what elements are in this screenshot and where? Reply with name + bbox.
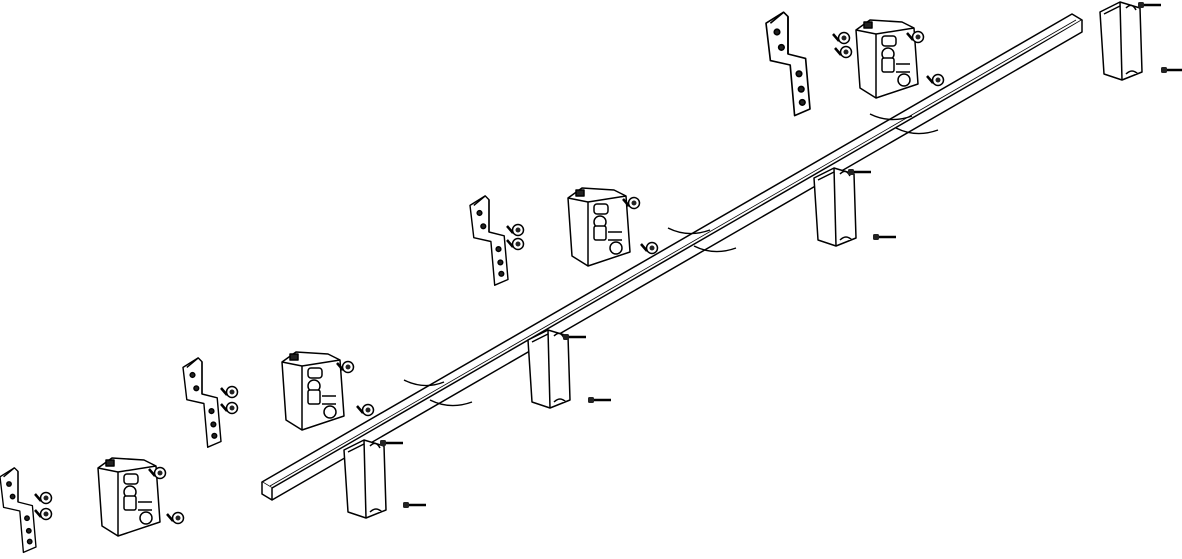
clip-bracket-icon xyxy=(813,167,857,247)
hinge-plate-icon xyxy=(469,195,509,286)
screw-icon xyxy=(846,167,873,177)
mounting-block-icon xyxy=(855,19,919,99)
screw-head-icon xyxy=(505,223,525,237)
screw-head-icon xyxy=(219,401,239,415)
screw-head-icon xyxy=(639,241,659,255)
screw-head-icon xyxy=(33,491,53,505)
screw-icon xyxy=(401,500,428,510)
screw-head-icon xyxy=(831,31,851,45)
screw-head-icon xyxy=(355,403,375,417)
screw-head-icon xyxy=(833,45,853,59)
screw-head-icon xyxy=(219,385,239,399)
screw-icon xyxy=(1159,65,1182,75)
screw-icon xyxy=(378,438,405,448)
clip-bracket-icon xyxy=(343,439,387,519)
mounting-block-icon xyxy=(281,351,345,431)
clip-bracket-icon xyxy=(1099,1,1143,81)
screw-head-icon xyxy=(505,237,525,251)
screw-head-icon xyxy=(925,73,945,87)
rail-bar xyxy=(261,13,1083,501)
screw-head-icon xyxy=(165,511,185,525)
break-marks xyxy=(403,113,939,407)
screw-icon xyxy=(586,395,613,405)
screw-icon xyxy=(561,332,588,342)
screw-icon xyxy=(1136,0,1163,10)
screw-icon xyxy=(871,232,898,242)
hinge-plate-icon xyxy=(182,357,222,448)
mounting-block-icon xyxy=(567,187,631,267)
hinge-plate-icon xyxy=(765,11,811,117)
clip-bracket-icon xyxy=(527,329,571,409)
screw-head-icon xyxy=(33,507,53,521)
hinge-plate-icon xyxy=(0,467,37,554)
